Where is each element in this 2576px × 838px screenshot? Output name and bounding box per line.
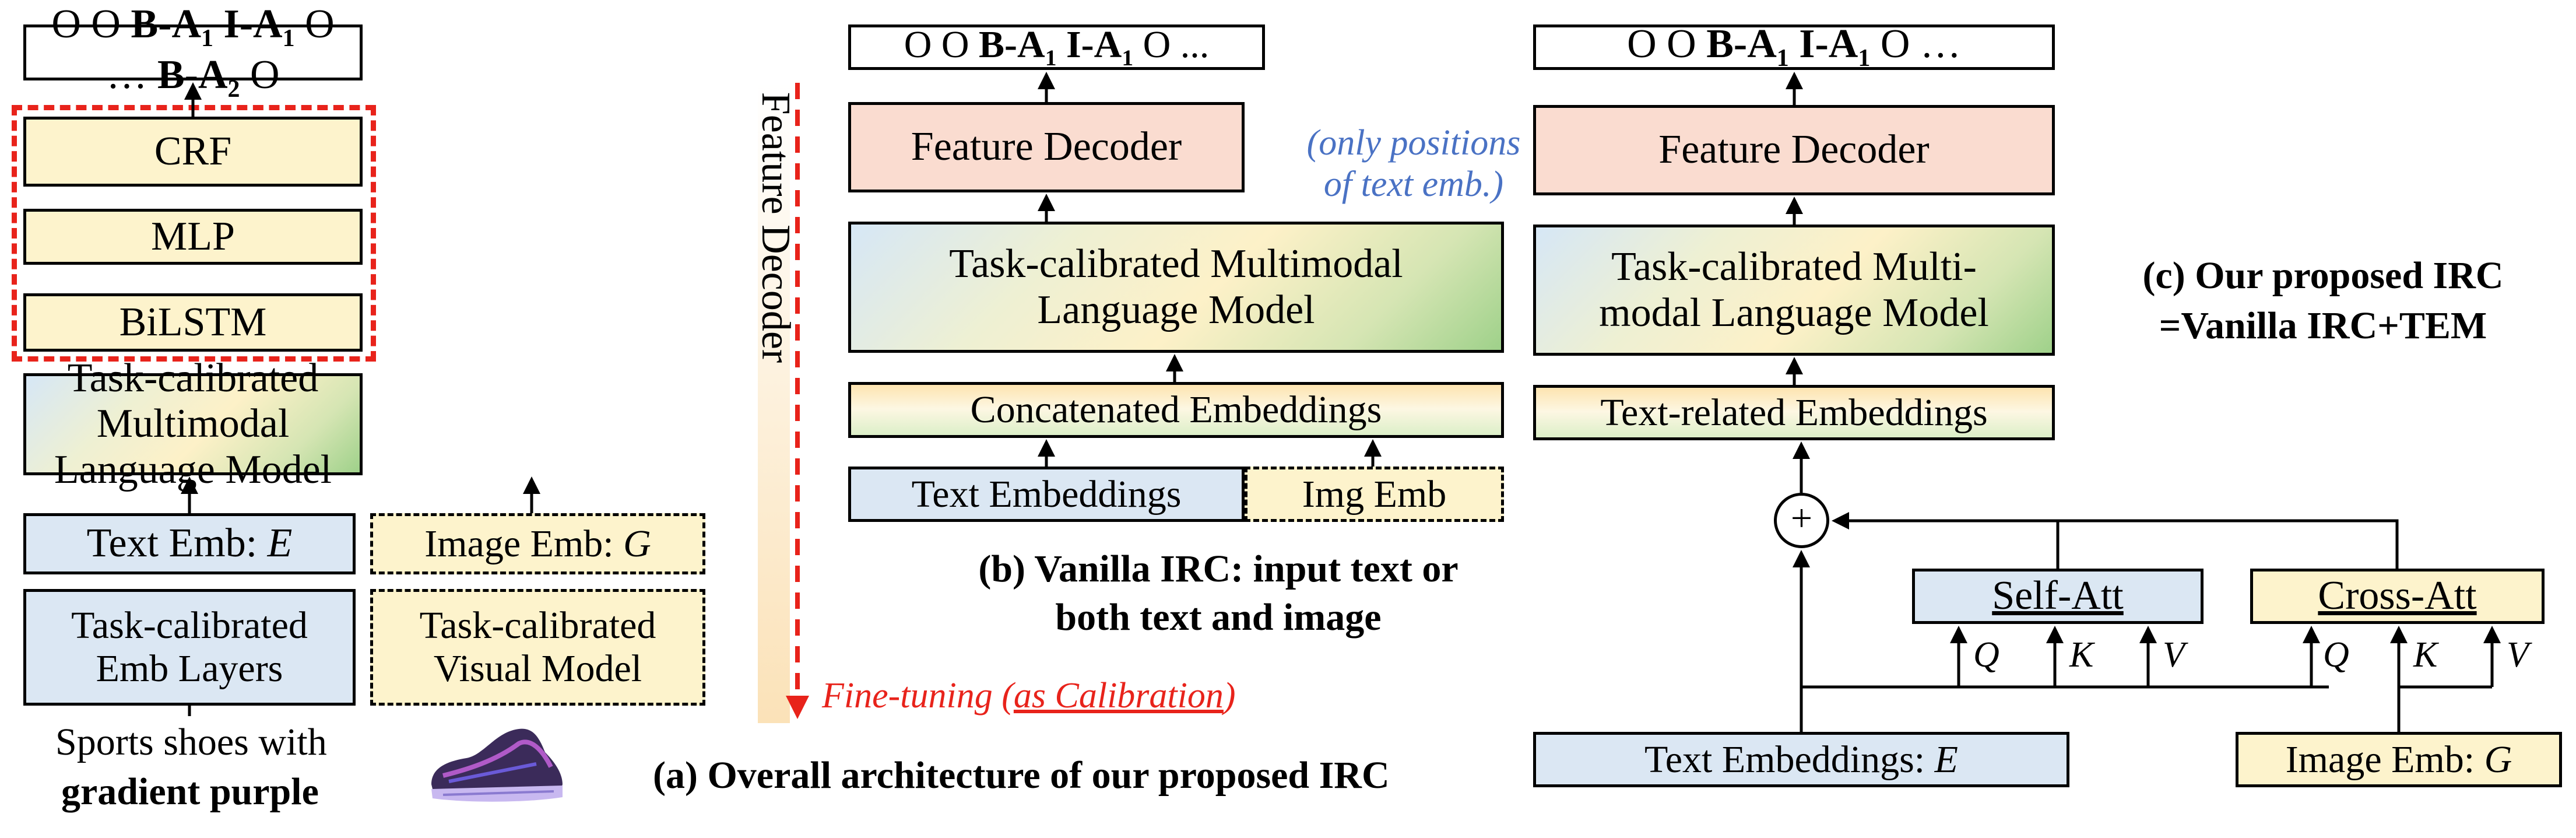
c-self-v-label: V — [2163, 635, 2185, 675]
c-text-related-label: Text-related Embeddings — [1600, 391, 1988, 434]
b-feature-decoder-label: Feature Decoder — [911, 124, 1182, 170]
c-self-q-label: Q — [1973, 635, 1999, 675]
shoe-image — [431, 728, 563, 802]
b-lm-line1: Task-calibrated Multimodal — [949, 241, 1403, 287]
c-self-att-label: Self-Att — [1992, 573, 2124, 619]
a-emb-layers-line2: Emb Layers — [96, 647, 283, 690]
b-output-sequence-text: O O B-A1 I-A1 O ... — [904, 23, 1210, 71]
c-add-circle: + — [1774, 493, 1829, 548]
a-input-text-line1: Sports shoes with — [55, 721, 327, 763]
c-image-emb-var: G — [2484, 738, 2512, 781]
a-input-text-line2: gradient purple — [61, 770, 319, 813]
b-caption-line2: both text and image — [1055, 595, 1382, 639]
c-output-sequence: O O B-A1 I-A1 O … — [1533, 22, 2055, 72]
a-image-emb-box: Image Emb: G — [370, 513, 705, 574]
b-note-line2: of text emb.) — [1323, 164, 1504, 204]
b-text-emb-label: Text Embeddings — [911, 472, 1182, 516]
c-cross-att-label: Cross-Att — [2318, 573, 2477, 619]
c-self-att-box: Self-Att — [1912, 569, 2204, 624]
a-image-emb-label: Image Emb: — [424, 522, 624, 565]
a-mlp-label: MLP — [151, 213, 235, 259]
a-visual-line1: Task-calibrated — [419, 604, 656, 647]
c-lm-line2: modal Language Model — [1599, 290, 1989, 335]
a-text-emb-box: Text Emb: E — [23, 513, 356, 574]
a-fine-tuning-text: Fine-tuning ( — [822, 676, 1014, 716]
c-text-related-embeddings-box: Text-related Embeddings — [1533, 385, 2055, 440]
a-lm-line1: Task-calibrated Multimodal — [67, 355, 319, 447]
c-plus-label: + — [1790, 496, 1813, 539]
b-caption: (b) Vanilla IRC: input text or both text… — [978, 545, 1458, 641]
b-lm-line2: Language Model — [1037, 287, 1315, 332]
a-text-emb-label: Text Emb: — [86, 521, 268, 566]
c-cross-q-label: Q — [2323, 635, 2349, 675]
a-crf-label: CRF — [154, 128, 232, 174]
b-output-sequence: O O B-A1 I-A1 O ... — [848, 23, 1265, 71]
c-self-k-label: K — [2069, 635, 2094, 675]
a-fine-tuning-close: ) — [1223, 676, 1236, 716]
c-image-emb-label: Image Emb: — [2285, 738, 2484, 781]
a-text-emb-var: E — [267, 521, 293, 566]
b-note-line1: (only positions — [1306, 123, 1521, 163]
c-text-emb-var: E — [1934, 738, 1958, 781]
b-feature-decoder-box: Feature Decoder — [848, 102, 1245, 192]
a-bilstm-label: BiLSTM — [119, 299, 267, 345]
c-feature-decoder-box: Feature Decoder — [1533, 105, 2055, 195]
c-lm-line1: Task-calibrated Multi- — [1611, 244, 1977, 290]
c-text-emb-label: Text Embeddings: — [1644, 738, 1935, 781]
a-mlp-box: MLP — [23, 209, 363, 265]
c-cross-v-label: V — [2507, 635, 2529, 675]
a-caption: (a) Overall architecture of our proposed… — [653, 754, 1390, 797]
c-language-model-box: Task-calibrated Multi-modal Language Mod… — [1533, 225, 2055, 356]
b-img-emb-label: Img Emb — [1302, 472, 1447, 516]
c-feature-decoder-label: Feature Decoder — [1658, 127, 1930, 173]
c-caption-line2: =Vanilla IRC+TEM — [2159, 304, 2487, 347]
c-caption-line1: (c) Our proposed IRC — [2142, 254, 2504, 297]
a-visual-line2: Visual Model — [433, 647, 642, 690]
a-crf-box: CRF — [23, 117, 363, 187]
a-image-emb-var: G — [623, 522, 651, 565]
c-cross-k-label: K — [2413, 635, 2438, 675]
b-caption-line1: (b) Vanilla IRC: input text or — [978, 548, 1459, 590]
c-image-emb-box: Image Emb: G — [2236, 732, 2562, 787]
a-emb-layers-line1: Task-calibrated — [71, 604, 308, 647]
c-caption: (c) Our proposed IRC =Vanilla IRC+TEM — [2142, 251, 2503, 351]
c-text-embeddings-box: Text Embeddings: E — [1533, 732, 2069, 787]
c-cross-att-box: Cross-Att — [2250, 569, 2545, 624]
b-img-emb-box: Img Emb — [1245, 467, 1504, 522]
a-fine-tuning-label: Fine-tuning (as Calibration) — [822, 675, 1236, 717]
b-concat-label: Concatenated Embeddings — [970, 388, 1382, 432]
b-concat-embeddings-box: Concatenated Embeddings — [848, 382, 1504, 438]
a-as-calibration-text: as Calibration — [1013, 676, 1224, 716]
a-bilstm-box: BiLSTM — [23, 293, 363, 352]
a-fine-tuning-bar — [758, 82, 790, 723]
b-text-embeddings-box: Text Embeddings — [848, 467, 1245, 522]
b-note: (only positions of text emb.) — [1307, 122, 1521, 205]
c-output-sequence-text: O O B-A1 I-A1 O … — [1627, 22, 1961, 72]
